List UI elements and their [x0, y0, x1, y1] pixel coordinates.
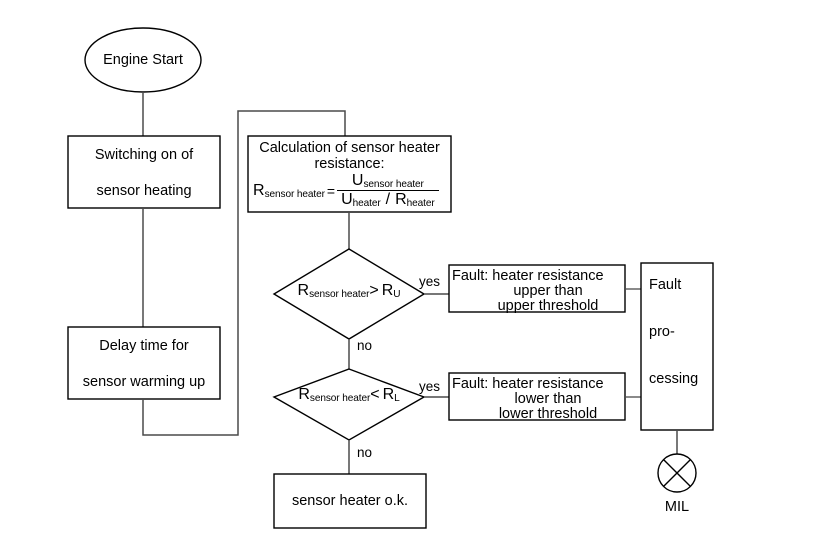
decision-lower-subscript: sensor heater: [309, 393, 371, 405]
formula-numerator: Usensor heater: [337, 172, 439, 192]
formula-fraction: Usensor heater Uheater /Rheater: [337, 173, 439, 210]
formula-denominator-symbol-1: U: [341, 191, 353, 209]
node-sensor-ok-label: sensor heater o.k.: [291, 493, 409, 509]
node-fault-processing-line1: Fault: [649, 277, 682, 293]
node-fault-upper-line2: upper than: [513, 283, 583, 299]
node-fault-lower-line3: lower threshold: [498, 406, 598, 422]
node-fault-lower-line2: lower than: [514, 391, 582, 407]
node-delay-shape[interactable]: [67, 326, 221, 400]
node-switching-label-line1: Switching on of: [94, 147, 194, 163]
decision-lower-symbol: R: [298, 386, 310, 403]
decision-upper-threshold-subscript: U: [393, 289, 401, 301]
formula-lhs-subscript: sensor heater: [264, 188, 325, 200]
mil-label: MIL: [664, 499, 690, 515]
formula-denominator-subscript-1: heater: [352, 198, 381, 210]
node-switching-shape[interactable]: [67, 135, 221, 209]
edge-label-yes-lower: yes: [419, 379, 441, 394]
node-fault-upper-line1: Fault: heater resistance: [452, 268, 604, 284]
node-engine-start-label: Engine Start: [103, 52, 183, 68]
node-calculation-formula: Rsensor heater = Usensor heater Uheater /…: [253, 173, 449, 210]
edge-label-no-upper: no: [357, 338, 373, 353]
decision-upper-symbol: R: [297, 282, 310, 299]
node-fault-processing-line2: pro-: [649, 324, 675, 340]
decision-upper-subscript: sensor heater: [309, 289, 370, 301]
edge-delay-to-calculation: [142, 110, 346, 436]
node-switching-label-line2: sensor heating: [96, 183, 192, 199]
node-decision-lower-shape[interactable]: [272, 368, 426, 441]
decision-lower-threshold-subscript: L: [394, 393, 400, 405]
formula-denominator: Uheater /Rheater: [337, 191, 439, 209]
formula-lhs: Rsensor heater: [253, 181, 325, 200]
node-fault-upper-shape[interactable]: [448, 264, 626, 313]
node-calculation-shape[interactable]: [247, 135, 452, 213]
node-fault-lower-shape[interactable]: [448, 372, 626, 421]
edge-label-yes-upper: yes: [419, 274, 441, 289]
node-fault-processing-shape[interactable]: [640, 262, 714, 431]
decision-upper-threshold-symbol: R: [381, 282, 394, 299]
formula-denominator-operator: /: [385, 191, 391, 209]
formula-numerator-symbol: U: [351, 172, 364, 189]
decision-upper-operator: >: [369, 282, 379, 299]
node-delay-label-line1: Delay time for: [99, 338, 189, 354]
formula-numerator-subscript: sensor heater: [363, 179, 424, 191]
mil-lamp-cross-2: [663, 459, 691, 487]
formula-equals: =: [326, 183, 336, 200]
node-calculation-heading-line2: resistance:: [314, 156, 385, 172]
formula-denominator-symbol-2: R: [395, 191, 407, 209]
node-fault-processing-line3: cessing: [649, 371, 699, 387]
formula-lhs-symbol: R: [253, 181, 265, 199]
edge-label-no-lower: no: [357, 445, 373, 460]
node-delay-label-line2: sensor warming up: [82, 374, 206, 390]
node-fault-lower-line1: Fault: heater resistance: [452, 376, 604, 392]
decision-lower-threshold-symbol: R: [382, 386, 395, 403]
node-calculation-heading-line1: Calculation of sensor heater: [259, 140, 440, 156]
formula-denominator-subscript-2: heater: [406, 198, 435, 210]
node-decision-upper-label: Rsensor heater>RU: [277, 283, 421, 300]
node-fault-upper-line3: upper threshold: [497, 298, 599, 314]
decision-lower-operator: <: [370, 386, 380, 403]
node-decision-lower-label: Rsensor heater<RL: [277, 387, 421, 404]
node-sensor-ok-shape[interactable]: [273, 473, 427, 529]
